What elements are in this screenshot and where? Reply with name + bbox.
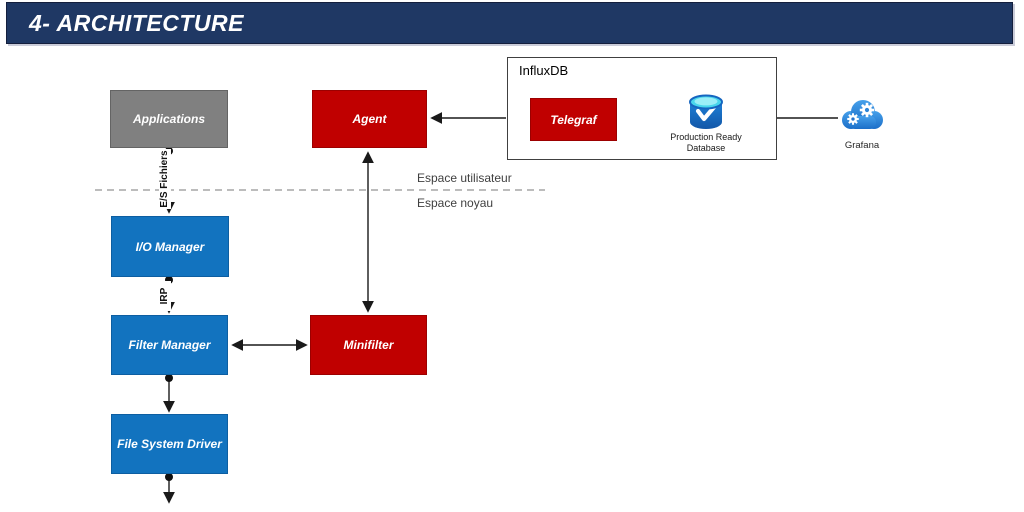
io-manager-box: I/O Manager [111,216,229,277]
telegraf-label: Telegraf [550,112,597,127]
gear-icon [859,102,875,118]
file-system-driver-box: File System Driver [111,414,228,474]
telegraf-box: Telegraf [530,98,617,141]
page-title: 4- ARCHITECTURE [29,9,244,36]
applications-box: Applications [110,90,228,148]
connector-dot [165,374,173,382]
user-space-label: Espace utilisateur [417,171,512,185]
io-manager-label: I/O Manager [135,239,205,254]
database-caption-line1: Production Ready [670,132,742,142]
filter-manager-label: Filter Manager [128,338,211,352]
kernel-space-label: Espace noyau [417,196,494,210]
database-caption: Production Ready Database [636,132,776,154]
grafana-cloud-icon [842,100,883,129]
influxdb-group-label: InfluxDB [519,63,569,78]
database-caption-line2: Database [686,143,726,153]
agent-box: Agent [312,90,427,148]
file-system-driver-label: File System Driver [117,437,222,451]
grafana-node: Grafana [833,96,891,151]
grafana-label: Grafana [844,140,880,151]
influxdb-group: InfluxDB Telegraf Production Ready Datab… [507,57,777,160]
slide-title-bar: 4- ARCHITECTURE [6,2,1013,44]
connector-dot [165,473,173,481]
edge-label-file-io: E/S Fichiers [159,149,171,209]
filter-manager-box: Filter Manager [111,315,228,375]
agent-label: Agent [352,112,387,126]
minifilter-label: Minifilter [343,338,394,352]
applications-label: Applications [132,112,205,126]
minifilter-box: Minifilter [310,315,427,375]
gear-icon [847,113,859,125]
edge-label-irp: IRP [159,281,171,311]
database-icon [689,94,723,129]
